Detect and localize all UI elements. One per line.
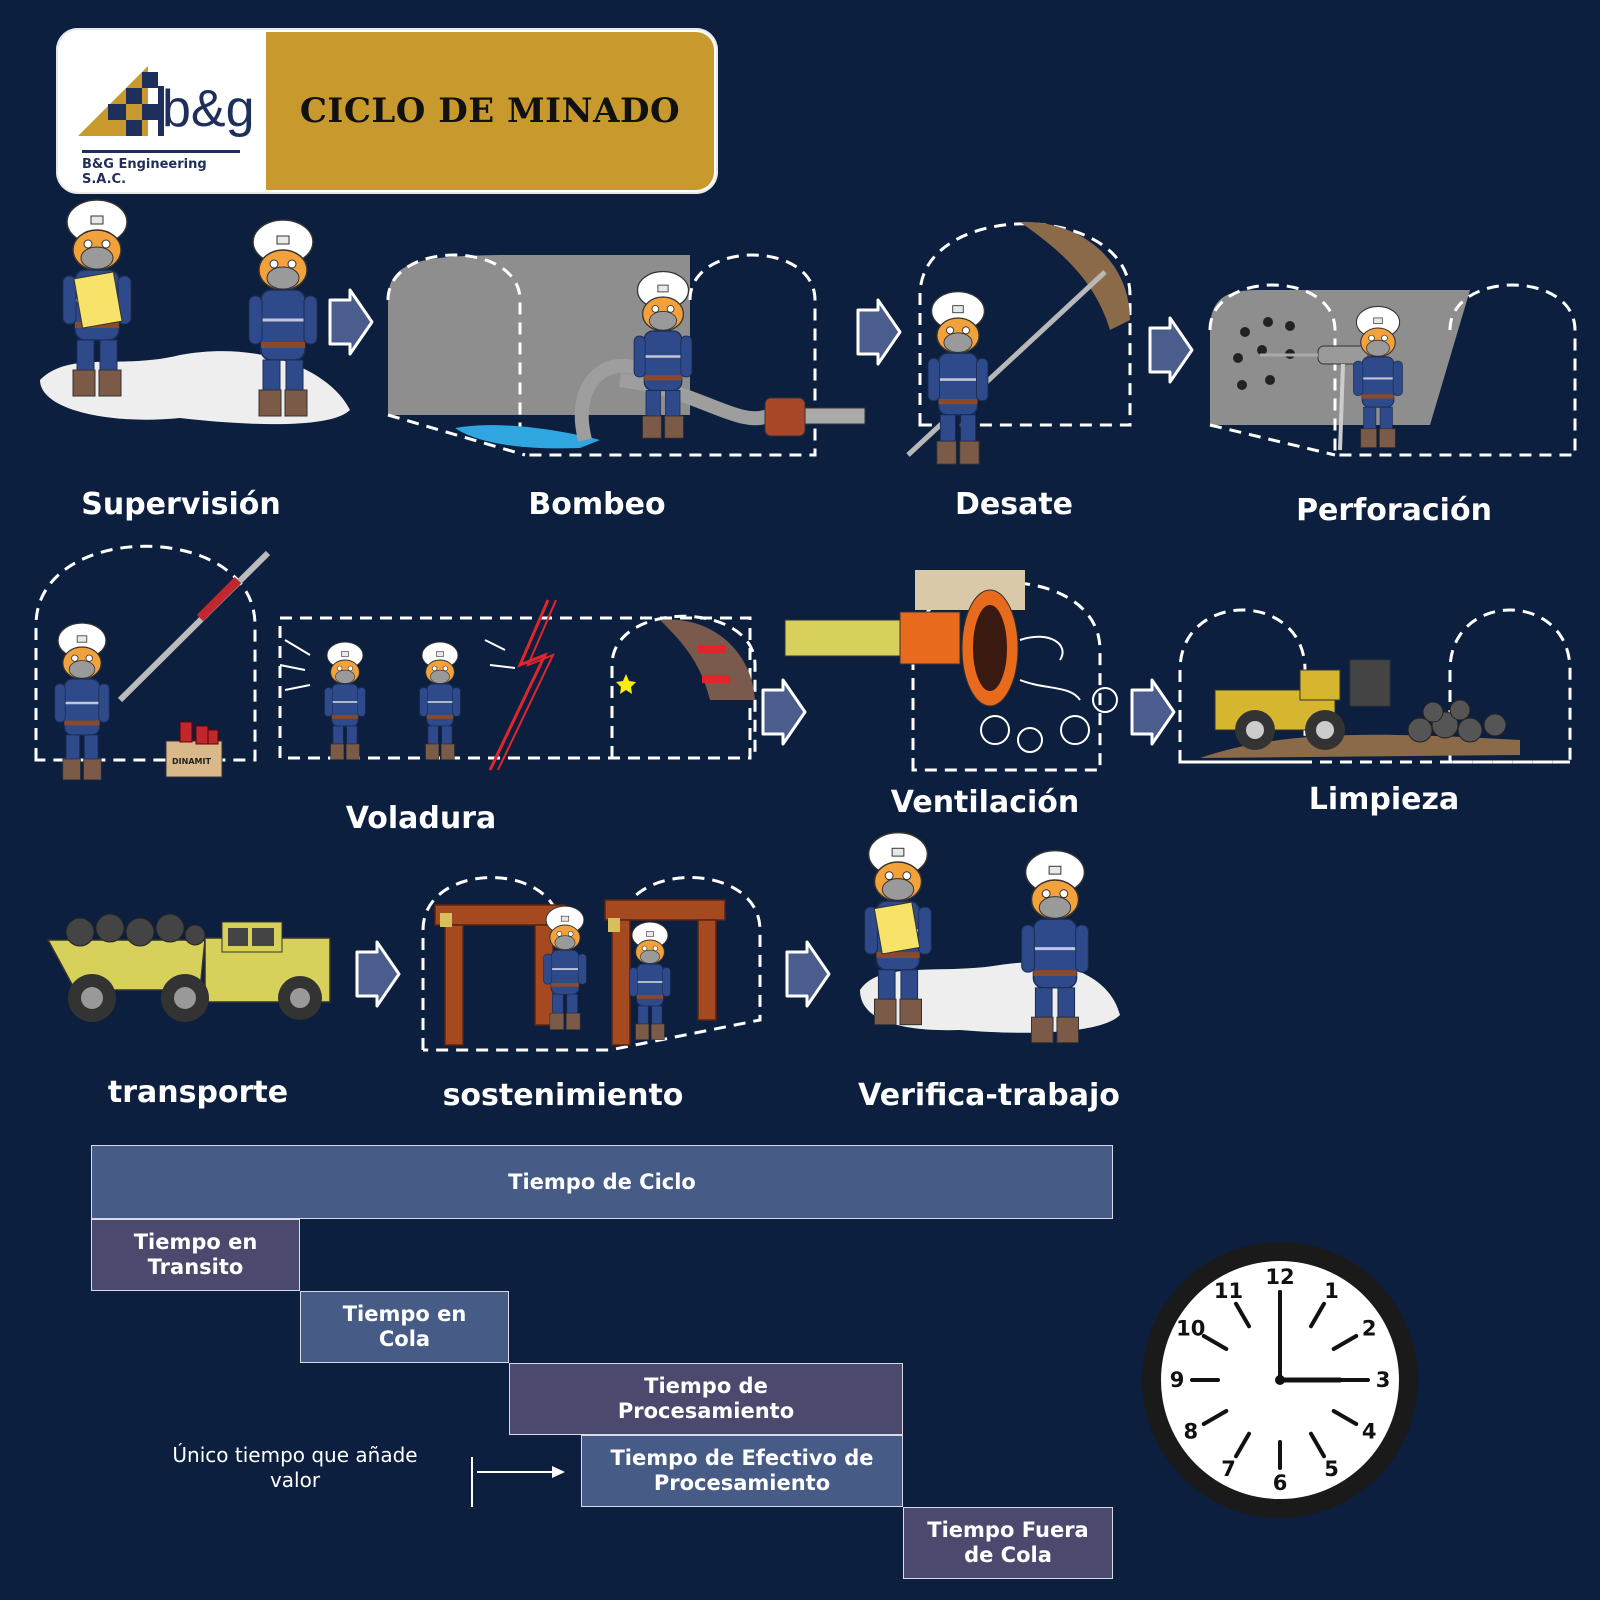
title-panel: CICLO DE MINADO: [266, 32, 714, 190]
transit-time-box: Tiempo en Transito: [91, 1219, 300, 1291]
clock-number: 4: [1362, 1420, 1377, 1444]
step-label-desate: Desate: [954, 487, 1074, 522]
queue-time-box: Tiempo en Cola: [300, 1291, 509, 1363]
step-label-ventilacion: Ventilación: [890, 785, 1080, 820]
clock-number: 12: [1265, 1265, 1294, 1289]
step-label-perforacion: Perforación: [1296, 493, 1492, 528]
cycle-time-bar: Tiempo de Ciclo: [91, 1145, 1113, 1219]
step-label-sostenimiento: sostenimiento: [442, 1078, 684, 1113]
effective-processing-time-label: Tiempo de Efectivo de Procesamiento: [610, 1446, 874, 1495]
clock-number: 3: [1376, 1368, 1391, 1392]
clock-tick: [1201, 1409, 1229, 1426]
clock-number: 7: [1221, 1457, 1236, 1481]
step-label-limpieza: Limpieza: [1308, 782, 1460, 817]
dynamite-box-label: DINAMIT: [172, 757, 211, 766]
logo-wordmark: b&g: [162, 80, 255, 138]
clock-tick: [1331, 1334, 1359, 1351]
step-label-transporte: transporte: [107, 1075, 289, 1110]
step-label-bombeo: Bombeo: [528, 487, 666, 522]
clock-tick: [1331, 1409, 1359, 1426]
processing-time-box: Tiempo de Procesamiento: [509, 1363, 903, 1435]
clock-tick: [1309, 1431, 1326, 1459]
clock-icon: 12 12 3 45 6 78 9 10 11: [1142, 1242, 1418, 1518]
step-label-voladura: Voladura: [345, 801, 497, 836]
effective-processing-time-box: Tiempo de Efectivo de Procesamiento: [581, 1435, 903, 1507]
queue-time-label: Tiempo en Cola: [342, 1302, 467, 1351]
clock-tick: [1201, 1334, 1229, 1351]
clock-number: 8: [1183, 1420, 1198, 1444]
header-banner: b&g B&G Engineering S.A.C. CICLO DE MINA…: [56, 28, 718, 194]
clock-number: 11: [1214, 1279, 1243, 1303]
clock-number: 9: [1170, 1368, 1185, 1392]
clock-tick: [1234, 1301, 1251, 1329]
processing-time-label: Tiempo de Procesamiento: [617, 1374, 795, 1423]
page-title: CICLO DE MINADO: [299, 91, 681, 131]
transit-time-label: Tiempo en Transito: [133, 1230, 258, 1279]
clock-tick: [1309, 1301, 1326, 1329]
cycle-time-label: Tiempo de Ciclo: [508, 1169, 696, 1194]
clock-number: 10: [1176, 1317, 1205, 1341]
clock-tick: [1234, 1431, 1251, 1459]
company-name: B&G Engineering S.A.C.: [82, 150, 240, 187]
out-of-queue-time-label: Tiempo Fuera de Cola: [927, 1518, 1089, 1567]
clock-number: 6: [1273, 1471, 1288, 1495]
clock-number: 1: [1324, 1279, 1339, 1303]
step-label-supervision: Supervisión: [81, 487, 281, 522]
out-of-queue-time-box: Tiempo Fuera de Cola: [903, 1507, 1113, 1579]
clock-number: 2: [1362, 1317, 1377, 1341]
value-added-note: Único tiempo que añade valor: [172, 1443, 418, 1492]
clock-number: 5: [1324, 1457, 1339, 1481]
company-logo: b&g: [78, 66, 255, 138]
step-label-verifica-trabajo: Verifica-trabajo: [858, 1078, 1120, 1113]
